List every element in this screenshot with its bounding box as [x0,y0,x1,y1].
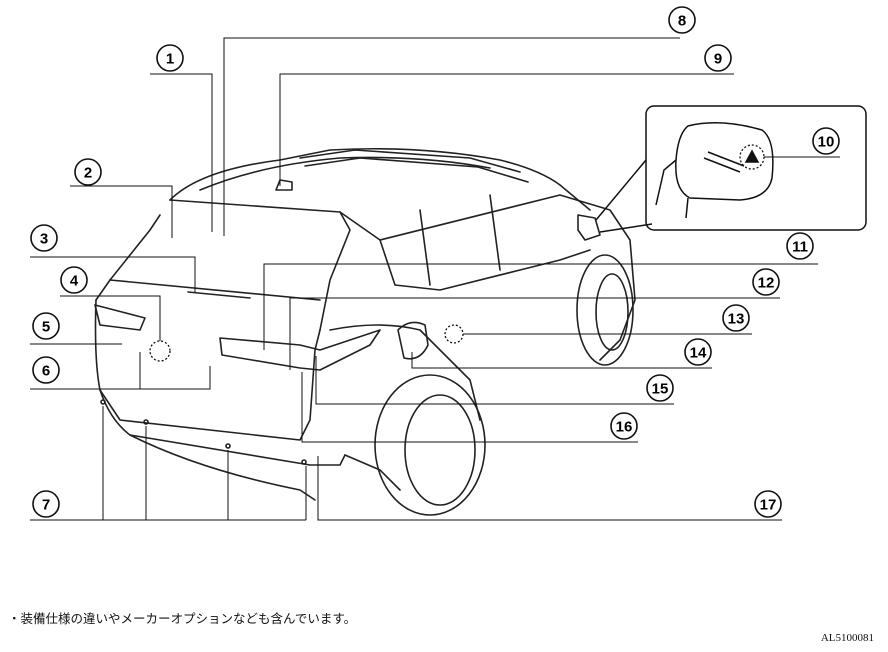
callout-label-9: 9 [714,51,722,68]
callout-14: 14 [684,338,712,366]
callout-label-6: 6 [42,363,50,380]
callout-label-10: 10 [818,134,835,151]
callout-4: 4 [60,266,88,294]
callout-label-3: 3 [40,231,48,248]
callout-10: 10 [812,127,840,155]
callout-label-16: 16 [616,419,633,436]
callout-label-15: 15 [652,381,669,398]
callout-5: 5 [32,312,60,340]
callout-label-17: 17 [760,497,777,514]
leader-lines [30,37,840,521]
callout-label-14: 14 [690,345,707,362]
callout-15: 15 [646,374,674,402]
callout-label-4: 4 [70,273,79,290]
callout-3: 3 [30,224,58,252]
callout-7: 7 [32,490,60,518]
callout-12: 12 [752,268,780,296]
callout-label-11: 11 [792,239,808,256]
mirror-inset [595,105,867,233]
sensor-circle-13 [444,324,464,344]
callout-9: 9 [704,44,732,72]
sensor-circle-4 [149,340,171,362]
callout-11: 11 [786,232,814,260]
callout-8: 8 [668,6,696,34]
footnote: ・装備仕様の違いやメーカーオプションなども含んでいます。 [8,611,357,626]
callout-17: 17 [754,490,782,518]
callout-label-5: 5 [42,319,50,336]
callout-label-1: 1 [166,51,174,68]
callout-16: 16 [610,412,638,440]
document-code: AL5100081 [820,632,874,644]
callout-label-13: 13 [728,311,745,328]
callout-label-12: 12 [758,275,775,292]
callout-6: 6 [32,356,60,384]
callout-label-2: 2 [84,165,92,182]
callout-label-7: 7 [42,497,50,514]
callout-1: 1 [156,44,184,72]
car-illustration [94,147,636,516]
callout-13: 13 [722,304,750,332]
callout-label-8: 8 [678,13,686,30]
callout-2: 2 [74,158,102,186]
